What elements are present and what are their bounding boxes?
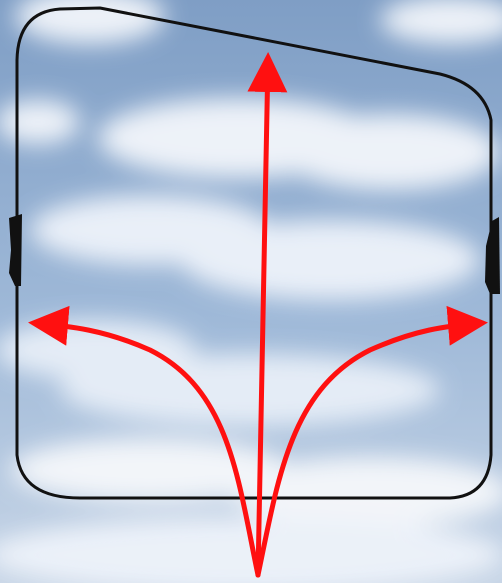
- cloud: [60, 354, 440, 426]
- cloud: [280, 114, 500, 190]
- cloud: [180, 220, 480, 300]
